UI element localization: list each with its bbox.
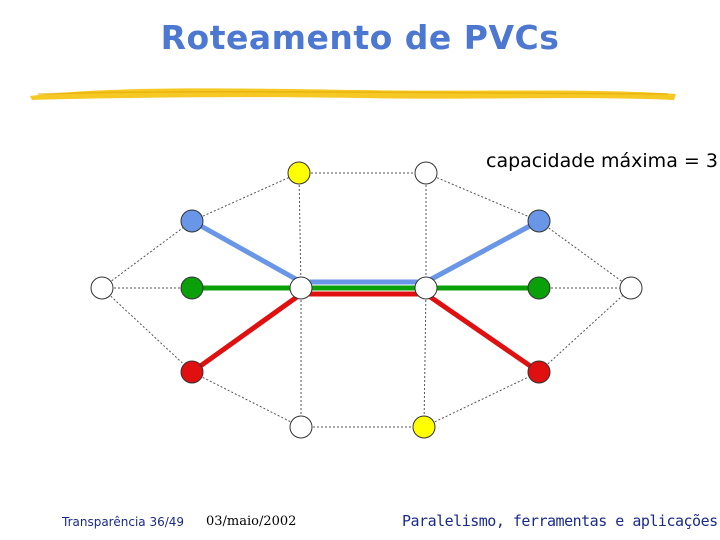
course-title: Paralelismo, ferramentas e aplicações [402, 512, 718, 530]
slide-number: Transparência 36/49 [62, 515, 185, 529]
capacity-label: capacidade máxima = 3 [486, 150, 718, 172]
edge-RB-R [538, 220, 632, 289]
node-RB [527, 209, 551, 233]
paths-layer [190, 218, 541, 375]
node-CR [414, 276, 438, 300]
slide-date: 03/maio/2002 [206, 514, 297, 529]
edge-L-LB [101, 220, 193, 289]
node-R [619, 276, 643, 300]
node-CLB [289, 415, 313, 439]
pvc-path-blue [190, 218, 541, 285]
edge-RR-R [538, 287, 632, 373]
node-LG [180, 276, 204, 300]
node-L [90, 276, 114, 300]
node-LR [180, 360, 204, 384]
edge-LB-CLT [191, 172, 300, 222]
edge-CRT-RB [425, 172, 540, 222]
edge-CRB-RR [423, 371, 540, 428]
node-CRB [412, 415, 436, 439]
edge-CR-CRB [423, 287, 427, 428]
nodes-layer [90, 161, 643, 439]
edge-LR-CLB [191, 371, 302, 428]
node-CRT [414, 161, 438, 185]
edge-CLT-CL [298, 172, 302, 289]
node-CL [289, 276, 313, 300]
slide-title: Roteamento de PVCs [160, 18, 560, 57]
node-LB [180, 209, 204, 233]
node-RR [527, 360, 551, 384]
title-underline [30, 88, 676, 100]
node-CLT [287, 161, 311, 185]
edge-L-LR [101, 287, 193, 373]
node-RG [527, 276, 551, 300]
pvc-path-red [190, 291, 541, 375]
edges-layer [101, 172, 632, 428]
